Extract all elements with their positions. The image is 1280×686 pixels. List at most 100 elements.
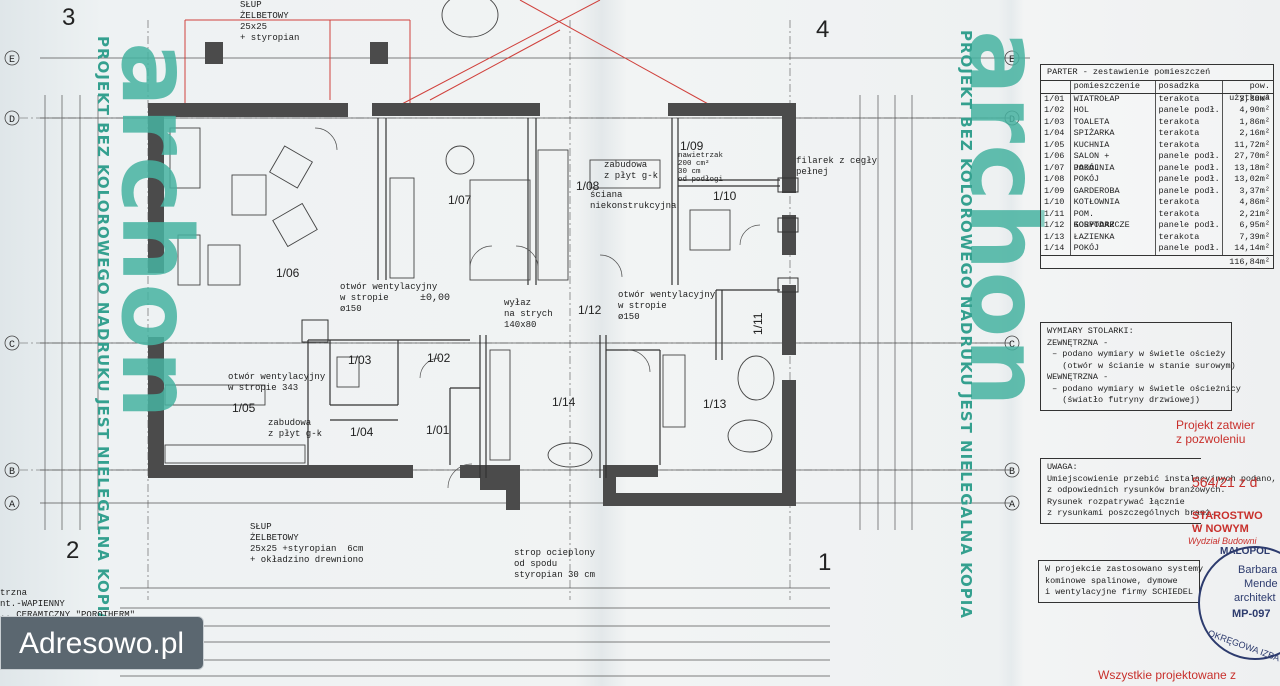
room-label: 1/13 bbox=[703, 397, 727, 411]
table-cell: 3,38m² bbox=[1239, 93, 1270, 104]
table-header: pomieszczenie posadzka pow. użytkowa bbox=[1041, 81, 1273, 103]
table-cell: KORYTARZ bbox=[1071, 220, 1156, 232]
table-cell: POKÓJ bbox=[1071, 174, 1156, 186]
table-cell: WIATROŁAP bbox=[1071, 93, 1156, 105]
axis-label: E bbox=[1009, 55, 1015, 66]
room-label: 1/12 bbox=[578, 303, 602, 317]
table-cell: 27,70m² bbox=[1234, 151, 1270, 161]
room-label: 1/10 bbox=[713, 189, 737, 203]
room-label: 1/08 bbox=[576, 179, 600, 193]
axis-label: A bbox=[1009, 500, 1015, 511]
header-cell: posadzka bbox=[1156, 81, 1223, 93]
table-cell: HOL bbox=[1071, 105, 1156, 117]
room-label: 1/06 bbox=[276, 266, 300, 280]
table-cell: 4,86m² bbox=[1239, 197, 1270, 207]
ventilation-note: otwór wentylacyjny w stropie ø150 bbox=[618, 290, 716, 322]
table-cell: terakota bbox=[1156, 128, 1223, 140]
chimney-system-note: W projekcie zastosowano systemy kominowe… bbox=[1038, 560, 1203, 603]
partition-note: ściana niekonstrukcyjna bbox=[590, 190, 677, 211]
table-cell: 4,90m² bbox=[1239, 105, 1270, 115]
axis-label: D bbox=[1009, 115, 1015, 126]
column-note: SŁUP ŻELBETOWY 25x25 + styropian bbox=[240, 0, 300, 43]
sheet-number: 3 bbox=[62, 4, 76, 31]
table-cell: terakota bbox=[1156, 231, 1223, 243]
room-label: 1/14 bbox=[552, 395, 576, 409]
archon-watermark: archon bbox=[100, 42, 212, 420]
table-cell: 1/09 bbox=[1041, 185, 1071, 197]
table-cell: SALON + JADALNIA bbox=[1071, 151, 1156, 173]
room-label: 1/07 bbox=[448, 193, 472, 207]
table-cell: panele podł. bbox=[1156, 243, 1223, 255]
table-cell: panele podł. bbox=[1156, 185, 1223, 197]
room-label: 1/04 bbox=[350, 425, 374, 439]
axis-label: C bbox=[9, 340, 15, 351]
room-label: 1/02 bbox=[427, 351, 451, 365]
table-cell: 2,16m² bbox=[1239, 128, 1270, 138]
table-cell: KUCHNIA bbox=[1071, 139, 1156, 151]
table-cell: terakota bbox=[1156, 139, 1223, 151]
header-cell bbox=[1041, 81, 1071, 93]
office-name: STAROSTWO W NOWYM bbox=[1192, 510, 1263, 535]
table-cell: 3,37m² bbox=[1239, 185, 1270, 196]
installation-note: UWAGA: Umiejscowienie przebić instalacyj… bbox=[1040, 458, 1277, 524]
header-cell: pow. użytkowa bbox=[1229, 81, 1270, 103]
stamp-text: MP-097 bbox=[1232, 608, 1271, 620]
table-cell: 1/01 bbox=[1041, 93, 1071, 105]
table-cell: POKÓJ bbox=[1071, 243, 1156, 255]
stamp-text: architekt bbox=[1234, 592, 1276, 604]
table-cell: 1/05 bbox=[1041, 139, 1071, 151]
table-cell: panele podł. bbox=[1156, 162, 1223, 174]
stamp-text: MAŁOPOL bbox=[1220, 546, 1270, 557]
table-cell: terakota bbox=[1156, 93, 1223, 105]
column-note: SŁUP ŻELBETOWY 25x25 +styropian 6cm + ok… bbox=[250, 522, 364, 565]
header-cell: pomieszczenie bbox=[1071, 81, 1156, 93]
material-legend: trzna nt.-WAPIENNY .. CERAMICZNY "POROTH… bbox=[0, 588, 136, 620]
level-mark: ±0,00 bbox=[420, 293, 450, 304]
table-cell: 1/04 bbox=[1041, 128, 1071, 140]
table-cell: 1/08 bbox=[1041, 174, 1071, 186]
room-label: 1/05 bbox=[232, 401, 256, 415]
table-cell: 1/06 bbox=[1041, 151, 1071, 163]
table-cell: terakota bbox=[1156, 208, 1223, 220]
table-cell: 1/03 bbox=[1041, 116, 1071, 128]
department-name: Wydział Budowni bbox=[1188, 536, 1257, 546]
table-cell: 1/07 bbox=[1041, 162, 1071, 174]
table-cell: 11,72m² bbox=[1234, 139, 1270, 150]
table-cell: 1/12 bbox=[1041, 220, 1071, 232]
table-cell: GARDEROBA bbox=[1071, 185, 1156, 197]
air-inlet-note: nawietrzak 200 cm² 30 cm od podłogi bbox=[678, 152, 724, 184]
table-cell: 13,18m² bbox=[1234, 162, 1270, 173]
ceiling-note: strop ocieplony od spodu styropian 30 cm bbox=[514, 548, 596, 580]
table-title: PARTER - zestawienie pomieszczeń bbox=[1041, 65, 1273, 81]
room-label: 1/03 bbox=[348, 353, 372, 367]
adresowo-logo[interactable]: Adresowo.pl bbox=[0, 616, 204, 670]
table-cell: 7,39m² bbox=[1239, 231, 1270, 242]
ventilation-note: otwór wentylacyjny w stropie ø150 bbox=[340, 282, 438, 314]
decision-number: 564/21 z d bbox=[1192, 474, 1258, 490]
table-cell: SPIŻARKA bbox=[1071, 128, 1156, 140]
table-cell: 1/02 bbox=[1041, 105, 1071, 117]
room-schedule-table: PARTER - zestawienie pomieszczeń pomiesz… bbox=[1040, 64, 1274, 269]
room-label: 1/09 bbox=[680, 139, 704, 153]
table-total: 116,84m² bbox=[1041, 254, 1273, 268]
table-cell: POKÓJ bbox=[1071, 162, 1156, 174]
footer-red-text: Wszystkie projektowane z bbox=[1098, 668, 1237, 682]
table-cell: 14,14m² bbox=[1234, 243, 1270, 253]
axis-label: D bbox=[9, 115, 15, 126]
table-cell: panele podł. bbox=[1156, 151, 1223, 163]
stamp-text: Barbara bbox=[1238, 564, 1278, 576]
brick-pillar-note: filarek z cegły pełnej bbox=[796, 156, 878, 177]
axis-label: B bbox=[9, 467, 15, 478]
